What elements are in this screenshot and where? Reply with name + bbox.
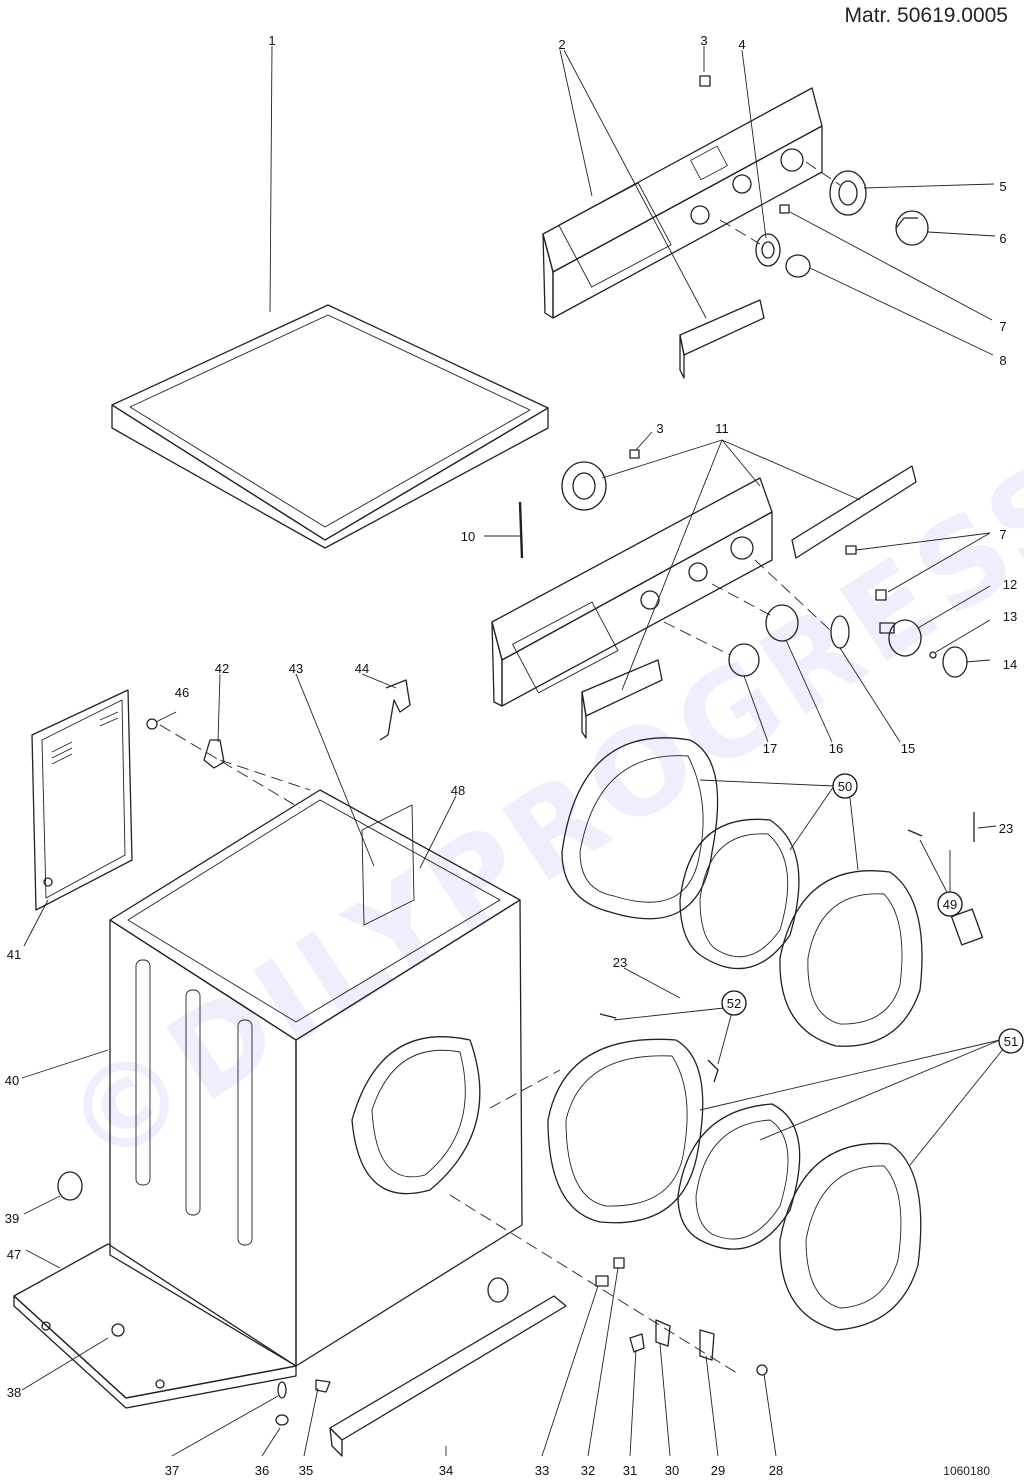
part-label-51: 51 (1004, 1034, 1018, 1049)
part-label-1: 1 (268, 33, 275, 48)
part-label-16: 16 (829, 741, 843, 756)
door-assembly-50 (561, 737, 984, 1047)
part-label-48: 48 (451, 783, 465, 798)
part-label-8: 8 (999, 353, 1006, 368)
part-label-12: 12 (1003, 577, 1017, 592)
lower-knobs (728, 545, 968, 678)
part-label-11: 11 (715, 421, 729, 436)
callout-circle-51 (998, 1028, 1024, 1054)
part-label-3: 3 (700, 33, 707, 48)
part-label-36: 36 (255, 1463, 269, 1478)
part-label-4: 4 (738, 37, 745, 52)
rear-panel (31, 689, 133, 911)
part-label-13: 13 (1003, 609, 1017, 624)
top-lid (111, 304, 549, 549)
part-label-35: 35 (299, 1463, 313, 1478)
part-label-50: 50 (838, 779, 852, 794)
door-assembly-51 (547, 1038, 922, 1331)
part-label-46: 46 (175, 685, 189, 700)
cabinet (109, 789, 523, 1367)
part-label-15: 15 (901, 741, 915, 756)
part-label-42: 42 (215, 661, 229, 676)
part-label-49: 49 (943, 897, 957, 912)
callout-circle-52 (721, 990, 747, 1016)
part-label-32: 32 (581, 1463, 595, 1478)
drawing-code: 1060180 (943, 1464, 990, 1478)
callout-circle-50 (832, 773, 858, 799)
part-label-47: 47 (7, 1247, 21, 1262)
part-label-39: 39 (5, 1211, 19, 1226)
part-label-23-2: 23 (613, 955, 627, 970)
upper-knobs (699, 75, 929, 278)
plinth (329, 1295, 567, 1457)
part-label-7-2: 7 (999, 527, 1006, 542)
part-label-3-2: 3 (656, 421, 663, 436)
part-label-34: 34 (439, 1463, 453, 1478)
part-label-7: 7 (999, 319, 1006, 334)
part-label-33: 33 (535, 1463, 549, 1478)
part-label-10: 10 (461, 529, 475, 544)
part-label-2: 2 (558, 37, 565, 52)
material-number: Matr. 50619.0005 (844, 4, 1008, 27)
assembly-lines (159, 161, 841, 1376)
part-label-37: 37 (165, 1463, 179, 1478)
part-label-29: 29 (711, 1463, 725, 1478)
small-hardware (57, 812, 975, 1426)
part-label-30: 30 (665, 1463, 679, 1478)
part-label-38: 38 (7, 1385, 21, 1400)
part-label-41: 41 (7, 947, 21, 962)
part-label-6: 6 (999, 231, 1006, 246)
callout-circle-49 (937, 891, 963, 917)
upper-control-panel (542, 87, 823, 379)
part-label-40: 40 (5, 1073, 19, 1088)
part-label-14: 14 (1003, 657, 1017, 672)
part-label-31: 31 (623, 1463, 637, 1478)
part-label-28: 28 (769, 1463, 783, 1478)
lower-control-panel (491, 449, 917, 739)
part-label-5: 5 (999, 179, 1006, 194)
part-label-23: 23 (999, 821, 1013, 836)
part-label-17: 17 (763, 741, 777, 756)
part-label-44: 44 (355, 661, 369, 676)
part-label-43: 43 (289, 661, 303, 676)
part-label-52: 52 (727, 996, 741, 1011)
base-plate (13, 1243, 297, 1409)
leader-lines (21, 45, 1005, 1457)
